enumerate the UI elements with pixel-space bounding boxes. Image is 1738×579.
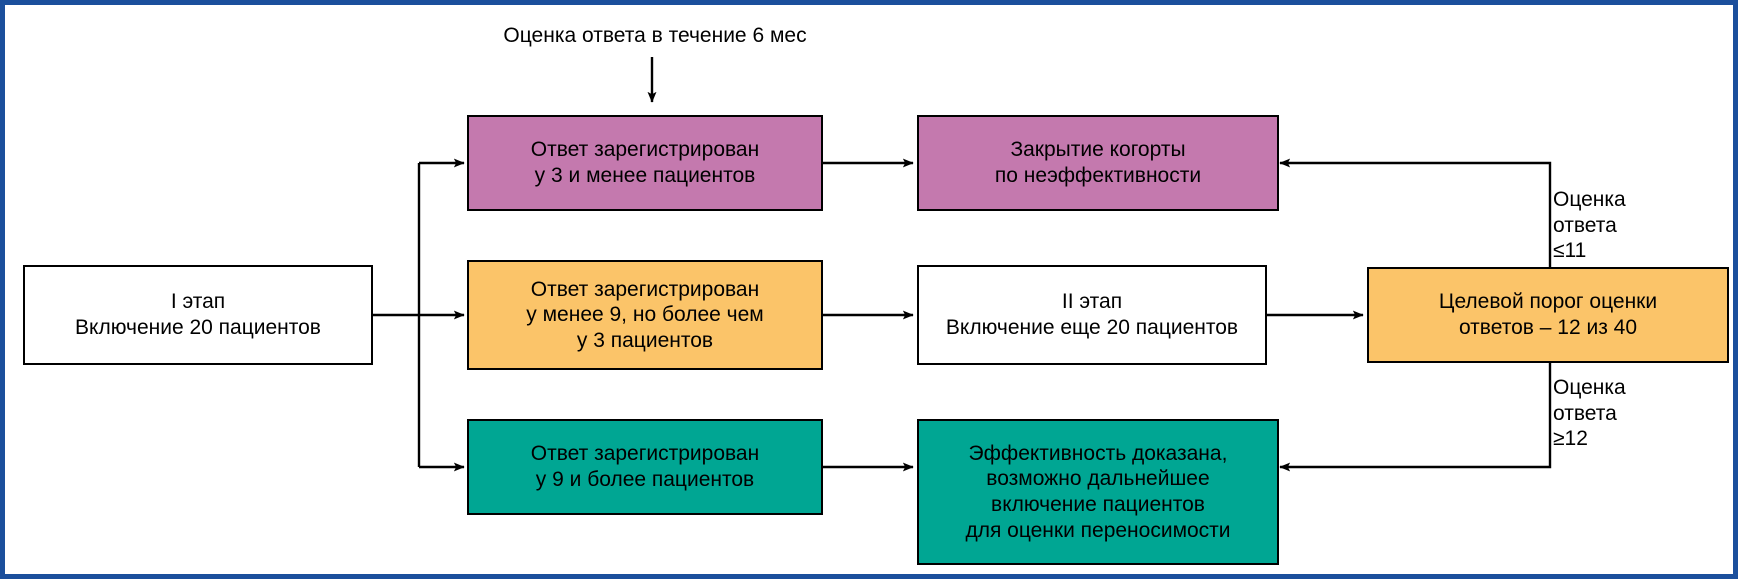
node-response-mid-label: Ответ зарегистрирован у менее 9, но боле…	[526, 277, 764, 352]
node-efficacy-proven: Эффективность доказана, возможно дальней…	[917, 419, 1279, 565]
node-stage2: II этап Включение еще 20 пациентов	[917, 265, 1267, 365]
node-response-high-label: Ответ зарегистрирован у 9 и более пациен…	[530, 442, 760, 491]
node-stage1-label: I этап Включение 20 пациентов	[75, 290, 321, 339]
node-response-high: Ответ зарегистрирован у 9 и более пациен…	[467, 419, 823, 515]
node-cohort-closed-label: Закрытие когорты по неэффективности	[994, 138, 1202, 187]
note-evaluation-6months: Оценка ответа в течение 6 мес	[503, 24, 807, 47]
edge-label-eval-ge12: Оценка ответа ≥12	[1553, 376, 1626, 451]
node-target-threshold-label: Целевой порог оценки ответов – 12 из 40	[1438, 290, 1658, 339]
node-response-mid: Ответ зарегистрирован у менее 9, но боле…	[467, 260, 823, 370]
node-efficacy-proven-label: Эффективность доказана, возможно дальней…	[965, 441, 1231, 542]
wire-threshold-le11	[1279, 158, 1552, 267]
node-response-low: Ответ зарегистрирован у 3 и менее пациен…	[467, 115, 823, 211]
node-stage1: I этап Включение 20 пациентов	[23, 265, 373, 365]
node-stage2-label: II этап Включение еще 20 пациентов	[945, 290, 1239, 339]
wire-threshold-ge12	[1279, 363, 1552, 472]
edge-label-eval-le11: Оценка ответа ≤11	[1553, 188, 1626, 263]
node-response-low-label: Ответ зарегистрирован у 3 и менее пациен…	[530, 138, 760, 187]
node-cohort-closed: Закрытие когорты по неэффективности	[917, 115, 1279, 211]
node-target-threshold: Целевой порог оценки ответов – 12 из 40	[1367, 267, 1729, 363]
